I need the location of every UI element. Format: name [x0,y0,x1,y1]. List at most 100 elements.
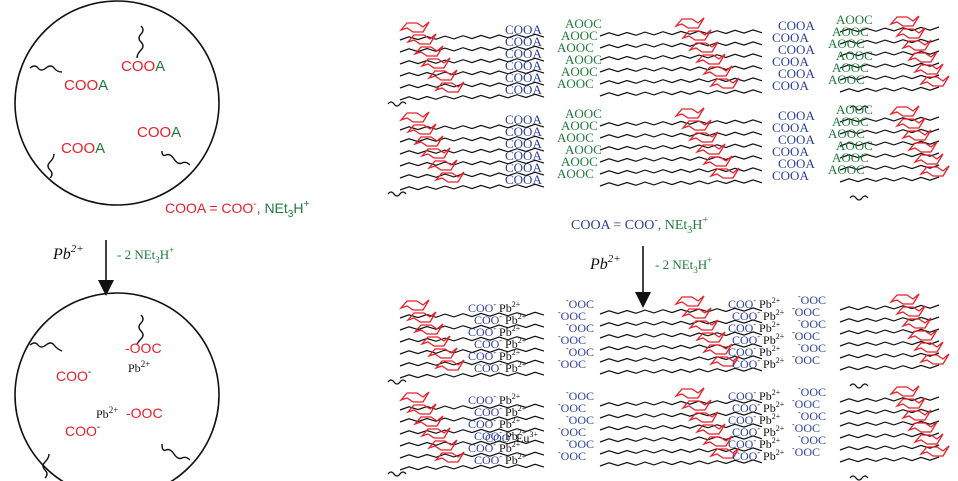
alkyl-chain [839,38,940,45]
cyclohexane-ring [912,63,944,75]
coo-label: COO [65,423,97,439]
alkyl-chain [839,164,940,171]
headgroup-label: AOOC [565,106,602,121]
alkyl-chain [399,403,545,411]
svg-text:COOA = COO-, NEt3H+: COOA = COO-, NEt3H+ [165,199,309,220]
svg-text:COOA = COO-, NEt3H+: COOA = COO-, NEt3H+ [571,215,708,236]
cyclohexane-ring [680,29,712,41]
alkyl-chain [839,444,940,451]
headgroup-label: AOOC [565,142,602,157]
wavy-tail [849,105,869,111]
headgroup-label: -OOC [558,332,586,347]
headgroup-label: COO- Pb2+ [728,388,781,403]
headgroup-label: -OOC [558,400,586,415]
headgroup-label: COOA [505,70,542,85]
alkyl-chain [599,447,763,455]
headgroup-label: -OOC [798,340,826,355]
alkyl-chain [399,159,545,167]
headgroup-label: -OOC [558,308,586,323]
wavy-tail [136,314,144,346]
alkyl-chain [399,171,545,179]
headgroup-label: COOA [772,54,809,69]
cyclohexane-ring [918,165,950,177]
alkyl-chain [599,89,763,97]
cyclohexane-ring [405,311,437,323]
headgroup-label: COO- Pb2+ [468,348,521,363]
svg-text:Pb2+: Pb2+ [128,359,150,375]
cyclohexane-ring [701,343,733,355]
cyclohexane-ring [912,153,944,165]
a-label: A [98,77,108,94]
alkyl-chain [599,119,763,127]
loss-text: - 2 NEt [655,257,694,272]
headgroup-label: COOA [778,108,815,123]
alkyl-chain [839,74,940,81]
headgroup-label: COO- Pb2+ [474,336,527,351]
headgroup-label: AOOC [557,76,594,91]
alkyl-chain [399,439,545,447]
cyclohexane-ring [701,435,733,447]
alkyl-chain [599,435,763,443]
alkyl-chain [599,131,763,139]
cyclohexane-ring [687,131,719,143]
cyclohexane-ring [888,385,920,397]
alkyl-chain [599,423,763,431]
cyclohexane-ring [894,27,926,39]
loss-h: H [698,257,707,272]
alkyl-chain [399,93,545,101]
headgroup-label: -OOC [566,344,594,359]
cyclohexane-ring [894,305,926,317]
pb-label: Pb [589,256,608,273]
alkyl-chain [399,81,545,89]
headgroup-label: COO- Pb2+ [468,440,521,455]
headgroup-label: -OOC [566,412,594,427]
headgroup-label: -OOC [566,388,594,403]
wavy-tail [29,65,63,73]
headgroup-label: AOOC [565,52,602,67]
headgroup-label: COOA [505,34,542,49]
svg-text:- 2 NEt3H+: - 2 NEt3H+ [117,245,174,265]
alkyl-chain [399,123,545,131]
alkyl-chain [399,135,545,143]
alkyl-chain [839,50,940,57]
coo-label: COO [64,77,98,94]
headgroup-label: COOA [772,30,809,45]
headgroup-label: COO- Pb2+ [732,332,785,347]
headgroup-label: AOOC [561,118,598,133]
cyclohexane-ring [900,39,932,51]
definition-h: H [293,200,303,216]
alkyl-chain [399,323,545,331]
headgroup-label: AOOC [836,12,873,27]
alkyl-chain [599,399,763,407]
headgroup-label: -OOC [566,296,594,311]
alkyl-chain [599,307,763,315]
definition-sub3: 3 [687,225,692,236]
loss-plus: + [169,245,174,255]
headgroup-label: COO- Pb2+ [728,344,781,359]
cyclohexane-ring [405,33,437,45]
alkyl-chain [599,459,763,467]
headgroup-label: COO- Pb2+ [468,300,521,315]
alkyl-chain [839,408,940,415]
coo-label: COO [137,124,171,141]
svg-text:COOA: COOA [64,77,108,94]
headgroup-label: -OOC [792,444,820,459]
headgroup-label: -OOC [798,408,826,423]
cyclohexane-ring [701,155,733,167]
headgroup-label: -OOC [792,352,820,367]
alkyl-chain [599,343,763,351]
headgroup-label: COOA [778,66,815,81]
definition-minus: - [654,215,657,226]
cyclohexane-ring [680,307,712,319]
wavy-tail [849,383,869,389]
alkyl-chain [839,62,940,69]
loss-sub3: 3 [155,255,160,265]
headgroup-label: AOOC [836,138,873,153]
alkyl-chain [599,29,763,37]
headgroup-label: COOA [505,46,542,61]
headgroup-label: AOOC [828,162,865,177]
headgroup-label: COOA [505,124,542,139]
coo-sup: - [88,367,91,378]
headgroup-label: COO- Pb2+ [468,416,521,431]
pb-label: Pb [96,407,109,421]
